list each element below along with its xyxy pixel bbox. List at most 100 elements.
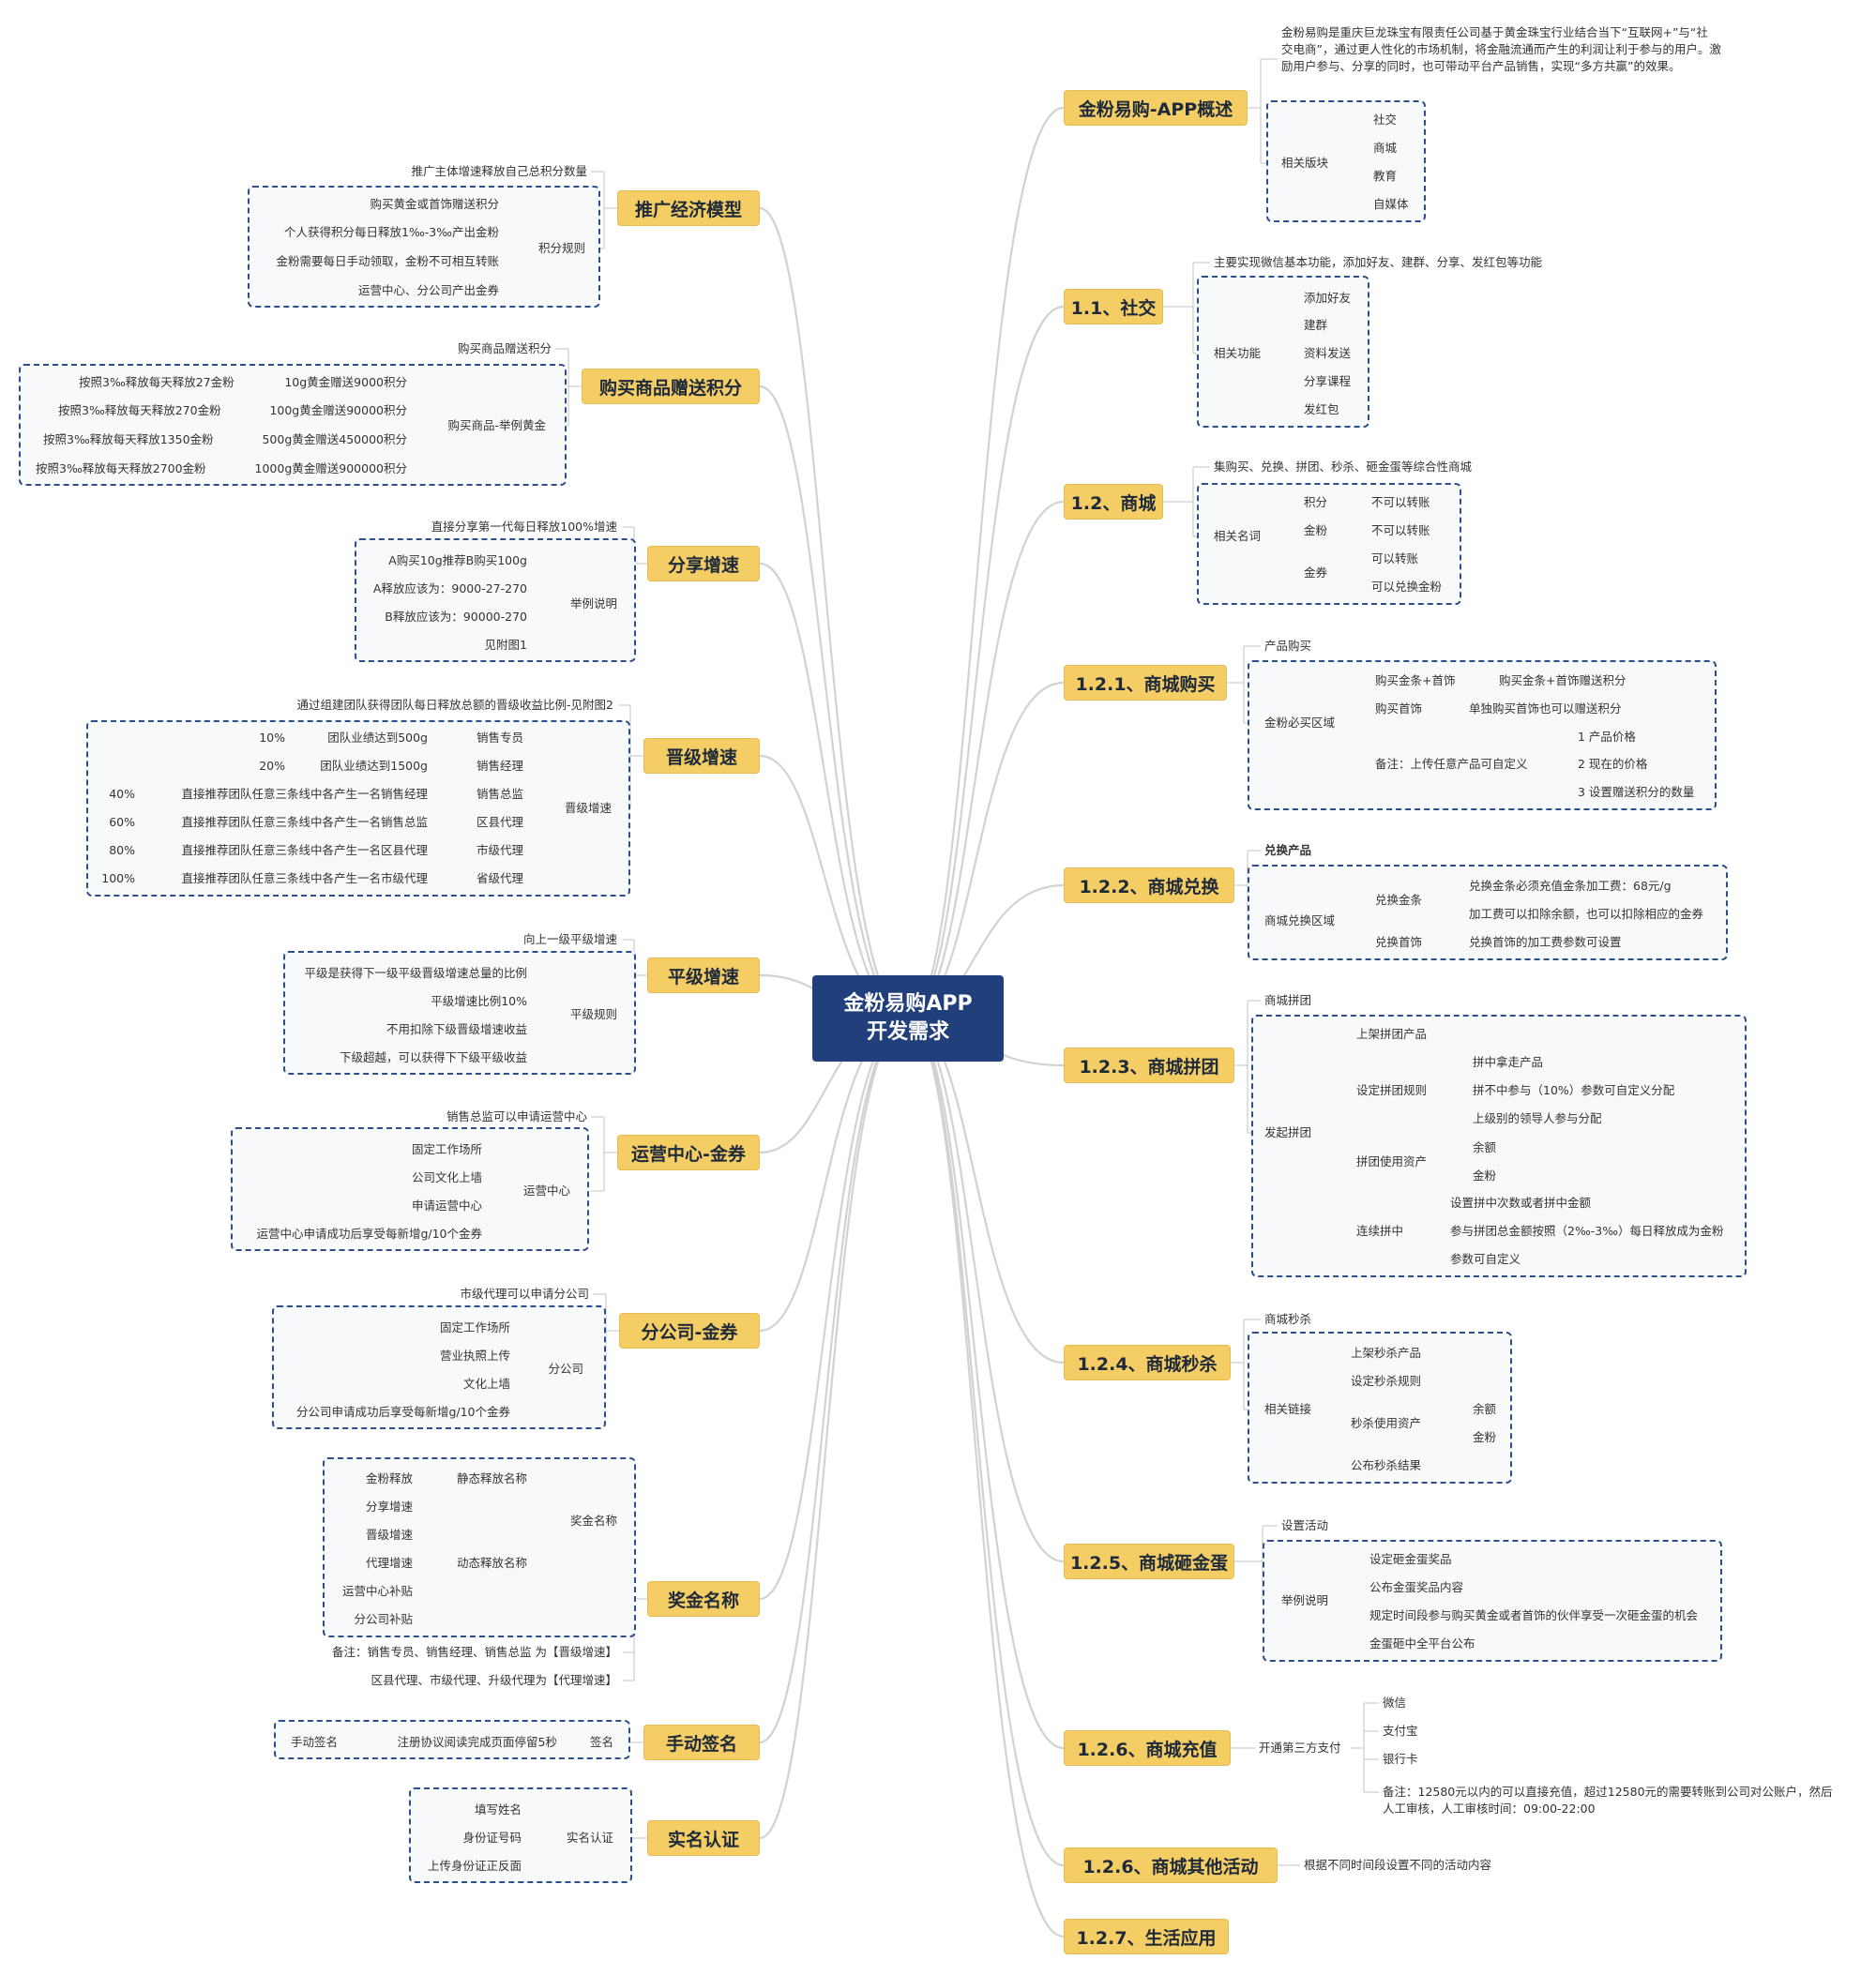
root-title-line1: 金粉易购APP: [843, 992, 973, 1016]
buy-item: 购买首饰: [1375, 701, 1423, 716]
buy-sub-label: 金粉必买区域: [1264, 716, 1336, 730]
promo-sub-label: 晋级增速: [564, 801, 612, 815]
branch-manual-sign[interactable]: 手动签名: [643, 1725, 760, 1760]
promo-level: 市级代理: [476, 843, 523, 857]
branch-item: 固定工作场所: [439, 1320, 510, 1334]
group-box: [323, 1457, 636, 1637]
share-item: A购买10g推荐B购买100g: [388, 553, 527, 567]
group-box: [272, 1305, 606, 1429]
branch-branch-office[interactable]: 分公司-金券: [619, 1313, 760, 1349]
branch-mall[interactable]: 1.2、商城: [1064, 484, 1163, 520]
branch-mall-exchange[interactable]: 1.2.2、商城兑换: [1064, 867, 1234, 903]
branch-mall-seckill[interactable]: 1.2.4、商城秒杀: [1064, 1345, 1231, 1380]
buy-note: 单独购买首饰也可以赠送积分: [1469, 701, 1622, 716]
branch-bonus-names[interactable]: 奖金名称: [647, 1581, 760, 1617]
seckill-sub-label: 相关链接: [1264, 1402, 1312, 1416]
social-sub-label: 相关功能: [1214, 346, 1262, 360]
mall-term-note: 不可以转账: [1371, 495, 1430, 509]
group-box: [1263, 1540, 1722, 1662]
branch-item: 营业执照上传: [439, 1349, 510, 1363]
group-box: [1248, 1332, 1512, 1484]
branch-mall-recharge[interactable]: 1.2.6、商城充值: [1064, 1730, 1231, 1766]
sign-leaf: 手动签名: [290, 1735, 338, 1749]
branch-mall-buy[interactable]: 1.2.1、商城购买: [1064, 665, 1227, 701]
branch-real-name[interactable]: 实名认证: [647, 1820, 760, 1856]
branch-mall-group[interactable]: 1.2.3、商城拼团: [1064, 1048, 1234, 1083]
mall-sub-label: 相关名词: [1214, 529, 1262, 543]
overview-desc-line2: 交电商”，通过更人性化的市场机制，将金融流通而产生的利润让利于参与的用户。激: [1281, 42, 1721, 56]
mall-term-note: 可以兑换金粉: [1371, 580, 1443, 594]
seckill-item: 设定秒杀规则: [1351, 1374, 1422, 1388]
gift-item: 1000g黄金赠送900000积分: [254, 461, 407, 475]
root-topic[interactable]: 金粉易购APP 开发需求: [812, 975, 1004, 1062]
share-item: B释放应该为：90000-270: [385, 610, 527, 624]
promo-level: 销售总监: [476, 787, 523, 801]
social-item: 发红包: [1304, 402, 1339, 416]
group-box: [1251, 1015, 1747, 1277]
branch-share-speed[interactable]: 分享增速: [647, 546, 760, 581]
group-box: [248, 186, 600, 308]
social-item: 资料发送: [1304, 346, 1352, 360]
share-top: 直接分享第一代每日释放100%增速: [431, 520, 617, 534]
share-item: A释放应该为：9000-27-270: [372, 581, 527, 596]
promo-condition: 直接推荐团队任意三条线中各产生一名销售总监: [181, 815, 428, 829]
branch-social[interactable]: 1.1、社交: [1064, 289, 1163, 324]
group-asset: 余额: [1473, 1140, 1497, 1154]
other-desc: 根据不同时间段设置不同的活动内容: [1304, 1858, 1492, 1872]
bonus-dynamic-item: 代理增速: [365, 1556, 413, 1570]
promo-level: 区县代理: [476, 815, 523, 829]
group-item: 设定拼团规则: [1356, 1083, 1428, 1097]
branch-ops-center[interactable]: 运营中心-金券: [617, 1135, 760, 1170]
group-asset: 金粉: [1473, 1168, 1497, 1183]
social-item: 分享课程: [1304, 374, 1352, 388]
branch-econ-model[interactable]: 推广经济模型: [617, 190, 760, 226]
exchange-sub-label: 商城兑换区域: [1264, 913, 1336, 927]
ops-item: 固定工作场所: [411, 1142, 482, 1156]
group-box: [274, 1720, 630, 1759]
promo-level: 省级代理: [476, 871, 523, 885]
seckill-asset: 余额: [1473, 1402, 1497, 1416]
gift-item: 100g黄金赠送90000积分: [269, 403, 407, 417]
gift-top: 购买商品赠送积分: [457, 341, 552, 355]
branch-gift-points[interactable]: 购买商品赠送积分: [582, 369, 760, 404]
group-box: [1248, 660, 1717, 810]
social-desc: 主要实现微信基本功能，添加好友、建群、分享、发红包等功能: [1214, 255, 1543, 269]
root-title-line2: 开发需求: [866, 1020, 949, 1044]
bonus-dynamic-item: 运营中心补贴: [341, 1584, 413, 1598]
group-continuous: 参与拼团总金额按照（2‰-3‰）每日释放成为金粉: [1450, 1224, 1724, 1238]
branch-promo-speed[interactable]: 晋级增速: [643, 738, 760, 774]
branch-flat-speed[interactable]: 平级增速: [647, 957, 760, 993]
promo-condition: 团队业绩达到500g: [327, 731, 428, 745]
seckill-asset: 金粉: [1473, 1430, 1497, 1444]
group-box: [355, 538, 636, 662]
branch-mall-egg[interactable]: 1.2.5、商城砸金蛋: [1064, 1544, 1234, 1579]
flat-item: 平级是获得下一级平级晋级增速总量的比例: [304, 966, 527, 980]
group-item: 连续拼中: [1356, 1224, 1404, 1238]
buy-top: 产品购买: [1264, 639, 1312, 653]
promo-condition: 团队业绩达到1500g: [320, 759, 428, 773]
group-sub-label: 发起拼团: [1264, 1125, 1312, 1139]
group-box: [409, 1787, 632, 1883]
overview-desc-line3: 励用户参与、分享的同时，也可带动平台产品销售，实现“多方共赢”的效果。: [1281, 59, 1681, 73]
econ-item: 个人获得积分每日释放1‰-3‰产出金粉: [284, 225, 499, 239]
ops-item: 运营中心申请成功后享受每新增g/10个金券: [256, 1227, 482, 1241]
branch-mall-other[interactable]: 1.2.6、商城其他活动: [1064, 1847, 1278, 1883]
bonus-dynamic-item: 分公司补贴: [354, 1612, 413, 1626]
branch-sub-label: 分公司: [548, 1362, 583, 1376]
buy-remark: 1 产品价格: [1578, 730, 1636, 744]
gift-sub-label: 购买商品-举例黄金: [447, 418, 546, 432]
bonus-static-item: 金粉释放: [365, 1471, 413, 1485]
share-sub-label: 举例说明: [569, 596, 617, 611]
recharge-item: 银行卡: [1383, 1752, 1418, 1766]
overview-sub-label: 相关版块: [1281, 156, 1329, 170]
egg-item: 金蛋砸中全平台公布: [1369, 1636, 1475, 1651]
branch-life[interactable]: 1.2.7、生活应用: [1064, 1919, 1229, 1954]
buy-item: 购买金条+首饰: [1375, 673, 1456, 687]
branch-overview[interactable]: 金粉易购-APP概述: [1064, 90, 1248, 126]
sign-mid: 注册协议阅读完成页面停留5秒: [397, 1735, 557, 1749]
egg-item: 设定砸金蛋奖品: [1369, 1552, 1452, 1566]
sign-sub-label: 签名: [589, 1735, 613, 1749]
econ-sub-label: 积分规则: [537, 241, 585, 255]
mall-term: 积分: [1304, 495, 1328, 509]
social-item: 建群: [1304, 318, 1328, 332]
